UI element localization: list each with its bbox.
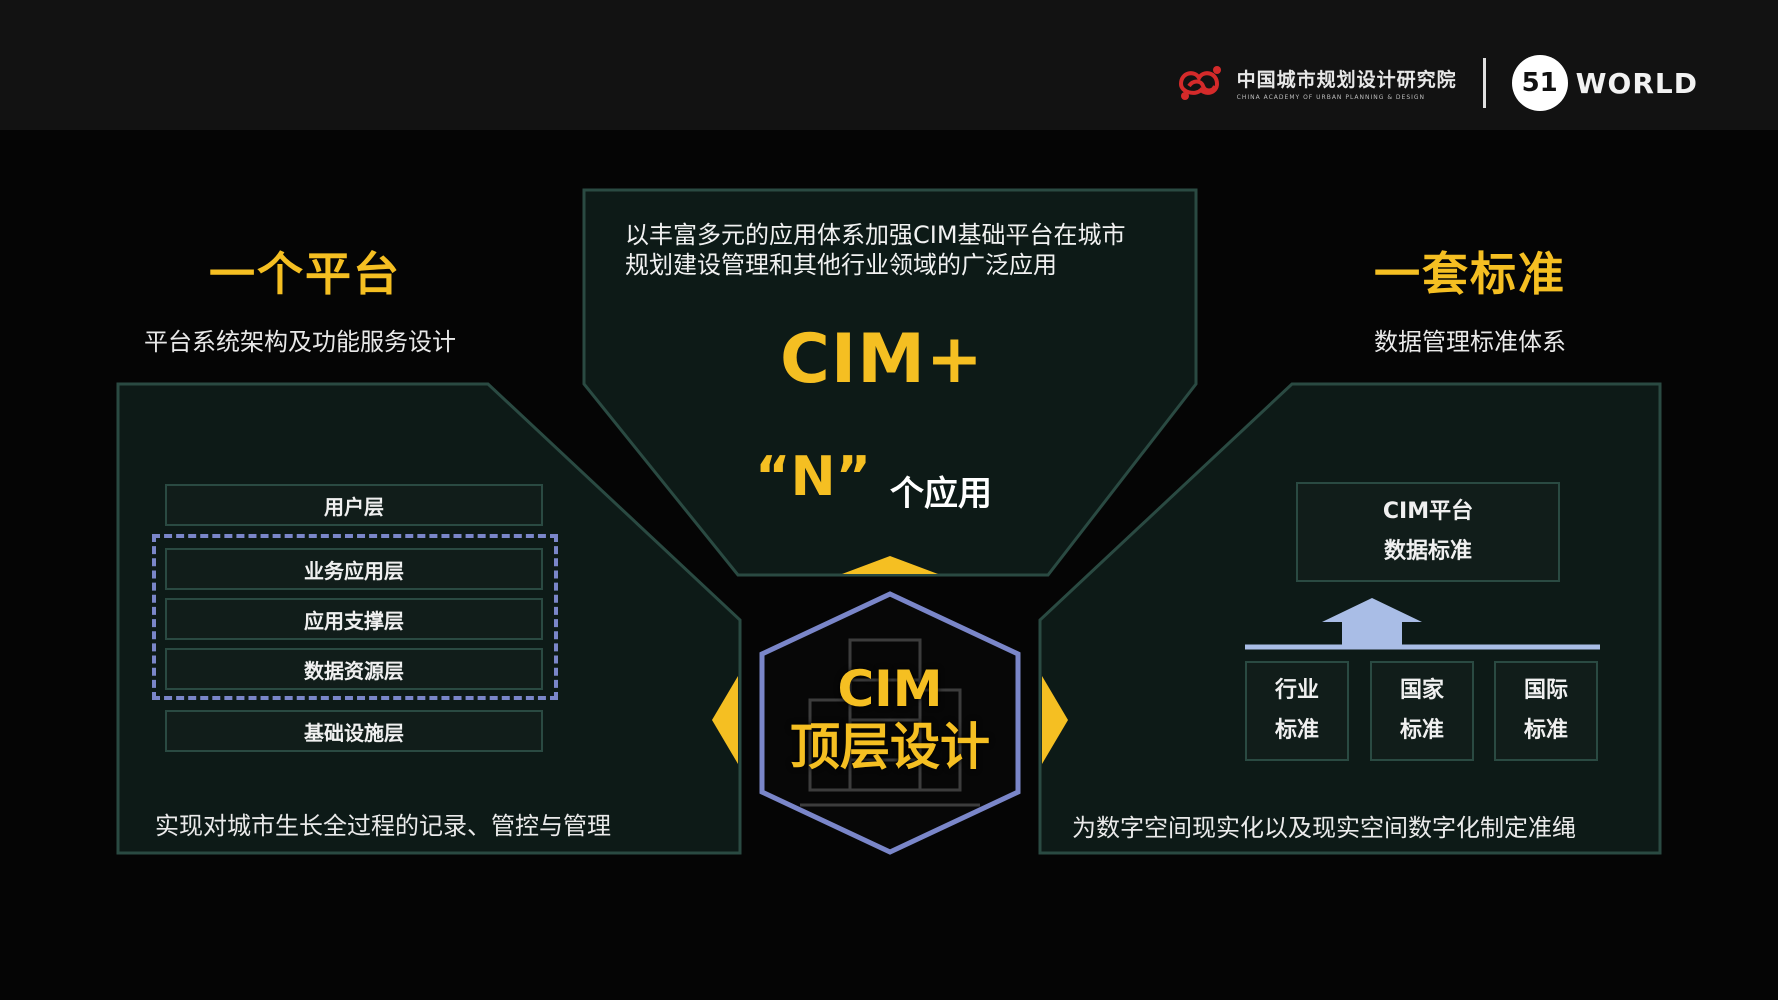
layer-data-resource: 数据资源层 [165,648,543,690]
n-apps-label: 个应用 [890,474,992,514]
industry-standard-box: 行业 标准 [1245,661,1349,761]
layer-app-support: 应用支撑层 [165,598,543,640]
national-standard-line1: 国家 [1399,678,1444,703]
51world-mark: 51 [1511,55,1568,111]
up-arrow-icon [1322,598,1422,646]
international-standard-line1: 国际 [1523,678,1568,703]
hex-title: CIM 顶层设计 [760,660,1020,776]
building-sketch-icon [800,638,980,807]
header-bar [0,0,1778,130]
left-pointer-icon [712,676,738,764]
caupd-name-en: CHINA ACADEMY OF URBAN PLANNING & DESIGN [1236,94,1426,101]
international-standard-line2: 标准 [1523,718,1568,743]
left-footnote: 实现对城市生长全过程的记录、管控与管理 [155,812,611,840]
n-quote-label: “N” [755,445,872,508]
header-logos: 中国城市规划设计研究院 CHINA ACADEMY OF URBAN PLANN… [1175,48,1698,118]
industry-standard-line1: 行业 [1274,678,1319,703]
center-description: 以丰富多元的应用体系加强CIM基础平台在城市规划建设管理和其他行业领域的广泛应用 [625,221,1126,279]
right-subtitle: 数据管理标准体系 [1374,328,1566,356]
center-hexagon [759,591,1021,855]
hex-title-line2: 顶层设计 [790,718,990,776]
national-standard-box: 国家 标准 [1370,661,1474,761]
caupd-emblem-icon [1178,66,1221,100]
left-subtitle: 平台系统架构及功能服务设计 [144,328,456,356]
hex-title-line1: CIM [837,660,943,718]
layer-infrastructure: 基础设施层 [165,710,543,752]
left-title: 一个平台 [209,247,401,301]
51world-logo: 51 WORLD [1511,55,1698,111]
51world-text: WORLD [1575,66,1698,100]
right-title: 一套标准 [1374,247,1566,301]
cim-plus-label: CIM+ [780,320,984,399]
up-pointer-icon [842,556,938,574]
right-footnote: 为数字空间现实化以及现实空间数字化制定准绳 [1072,814,1576,842]
international-standard-box: 国际 标准 [1494,661,1598,761]
logo-divider [1482,58,1486,108]
caupd-name-cn: 中国城市规划设计研究院 [1236,69,1457,91]
center-panel [582,188,1198,577]
industry-standard-line2: 标准 [1274,718,1319,743]
national-standard-line2: 标准 [1399,718,1444,743]
right-pointer-icon [1042,676,1068,764]
caupd-logo: 中国城市规划设计研究院 CHINA ACADEMY OF URBAN PLANN… [1175,62,1457,104]
cim-data-standard-line2: 数据标准 [1383,539,1472,564]
layer-business-app: 业务应用层 [165,548,543,590]
cim-data-standard-box: CIM平台 数据标准 [1296,482,1560,582]
dashed-group-frame [152,534,558,700]
cim-data-standard-line1: CIM平台 [1382,499,1474,524]
layer-user: 用户层 [165,484,543,526]
